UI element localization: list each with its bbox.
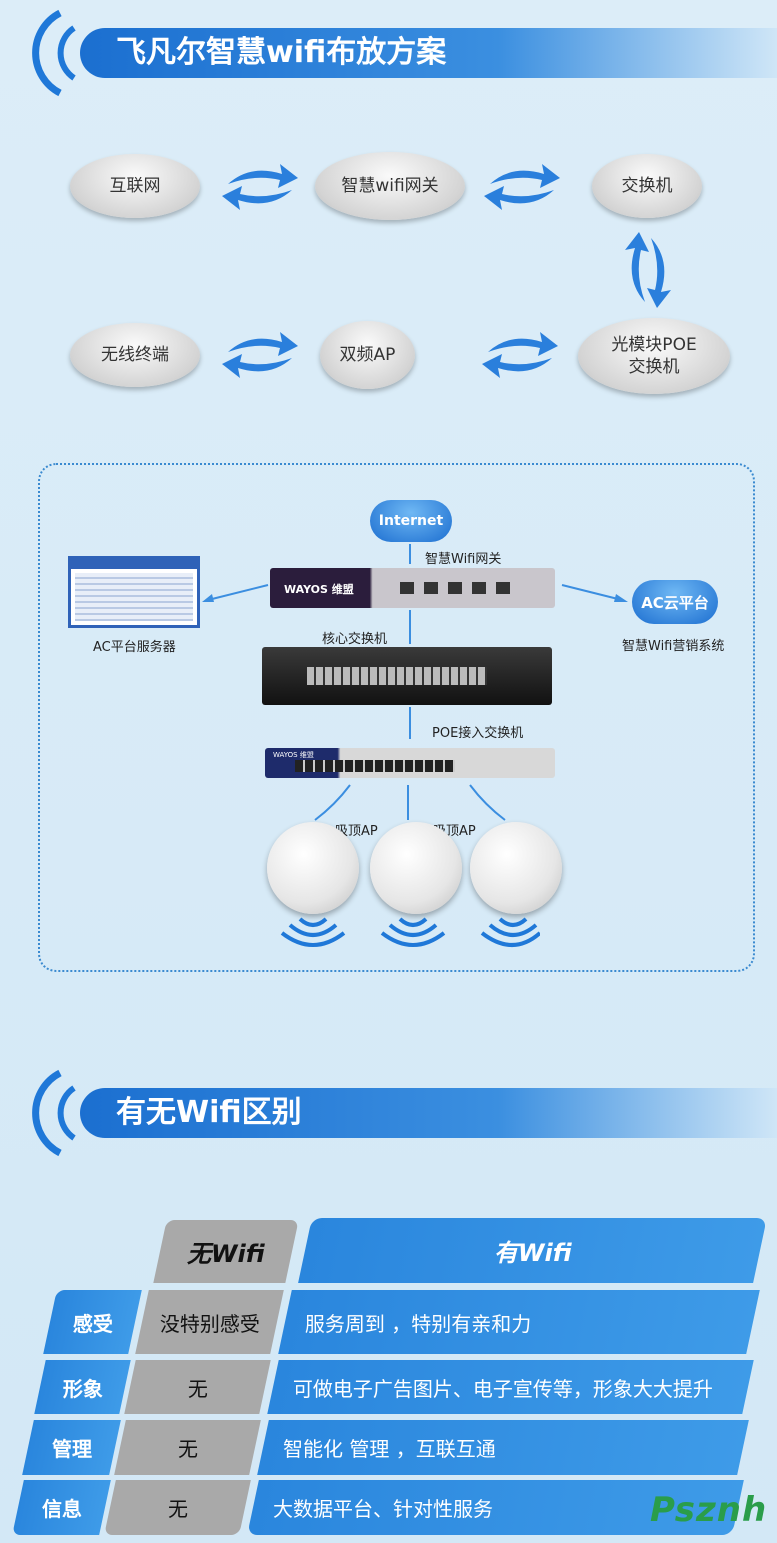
bidirectional-arrow-icon [222, 164, 298, 210]
poe-switch-label: POE接入交换机 [432, 726, 524, 741]
section-title-comparison: 有无Wifi区别 [80, 1088, 777, 1138]
ceiling-ap-device [370, 822, 462, 914]
cell-text: 没特别感受 [159, 1311, 260, 1336]
ceiling-ap-device [470, 822, 562, 914]
header-text: 有Wifi [493, 1239, 572, 1267]
switch-ports [307, 667, 487, 685]
cell-text: 可做电子广告图片、电子宣传等，形象大大提升 [293, 1376, 713, 1401]
watermark: Psznh [650, 1490, 768, 1530]
ceiling-ap-device [267, 822, 359, 914]
ac-cloud: AC云平台 [632, 580, 718, 624]
ac-cloud-label: 智慧Wifi营销系统 [622, 639, 725, 654]
cell-without: 无 [124, 1360, 271, 1414]
row-label-text: 信息 [41, 1497, 82, 1521]
bidirectional-arrow-icon [222, 332, 298, 378]
ethernet-ports [400, 582, 515, 594]
bidirectional-arrow-icon [482, 332, 558, 378]
cell-without: 没特别感受 [135, 1290, 284, 1354]
cell-with: 服务周到 ，特别有亲和力 [278, 1290, 760, 1354]
core-switch-label: 核心交换机 [322, 632, 388, 647]
cell-with: 智能化 管理 ，互联互通 [257, 1420, 749, 1475]
flow-node-dual-band-ap: 双频AP [320, 321, 415, 389]
cell-text: 智能化 管理 ，互联互通 [283, 1437, 496, 1461]
section-title-deployment: 飞凡尔智慧wifi布放方案 [80, 28, 777, 78]
flow-node-wireless-terminal: 无线终端 [70, 323, 200, 387]
ac-server-screenshot [68, 556, 200, 628]
ac-server-label: AC平台服务器 [93, 640, 176, 655]
cell-text: 无 [177, 1437, 198, 1461]
wifi-gateway-device: WAYOS 维盟 [270, 568, 555, 608]
row-label: 信息 [12, 1480, 111, 1535]
gateway-label: 智慧Wifi网关 [425, 552, 502, 567]
cell-with: 可做电子广告图片、电子宣传等，形象大大提升 [267, 1360, 754, 1414]
arrow-down [409, 610, 411, 644]
row-label: 感受 [43, 1290, 142, 1354]
cell-text: 大数据平台、针对性服务 [273, 1497, 493, 1521]
ap-arrows [314, 784, 506, 821]
arrow-down [409, 707, 411, 739]
cell-without: 无 [114, 1420, 261, 1475]
row-label: 管理 [22, 1420, 121, 1475]
arrow-right [561, 584, 628, 602]
header-without-wifi: 无Wifi [153, 1220, 299, 1283]
header-with-wifi: 有Wifi [298, 1218, 767, 1283]
topology-diagram [38, 463, 755, 972]
bidirectional-arrow-icon [484, 164, 560, 210]
flow-node-poe-switch: 光模块POE交换机 [578, 318, 730, 394]
row-label-text: 形象 [62, 1376, 103, 1401]
cell-text: 无 [167, 1497, 188, 1521]
arrow-down [409, 544, 411, 564]
poe-brand: WAYOS 维盟 [273, 751, 314, 759]
poe-switch-device: WAYOS 维盟 [265, 748, 555, 778]
core-switch-device [262, 647, 552, 705]
flow-node-internet: 互联网 [70, 154, 200, 218]
flow-node-gateway: 智慧wifi网关 [315, 152, 465, 220]
internet-cloud: Internet [370, 500, 452, 542]
row-label-text: 感受 [72, 1311, 113, 1336]
row-label: 形象 [34, 1360, 131, 1414]
wifi-waves-icon [280, 917, 540, 947]
cell-text: 服务周到 ，特别有亲和力 [305, 1311, 532, 1336]
cell-without: 无 [104, 1480, 251, 1535]
cell-text: 无 [187, 1376, 208, 1401]
arrow-left [202, 584, 269, 602]
gateway-brand: WAYOS 维盟 [284, 583, 354, 596]
flow-node-switch: 交换机 [592, 154, 702, 218]
row-label-text: 管理 [51, 1437, 92, 1461]
bidirectional-arrow-icon [625, 232, 671, 308]
switch-ports [295, 760, 455, 772]
header-text: 无Wifi [187, 1240, 265, 1268]
